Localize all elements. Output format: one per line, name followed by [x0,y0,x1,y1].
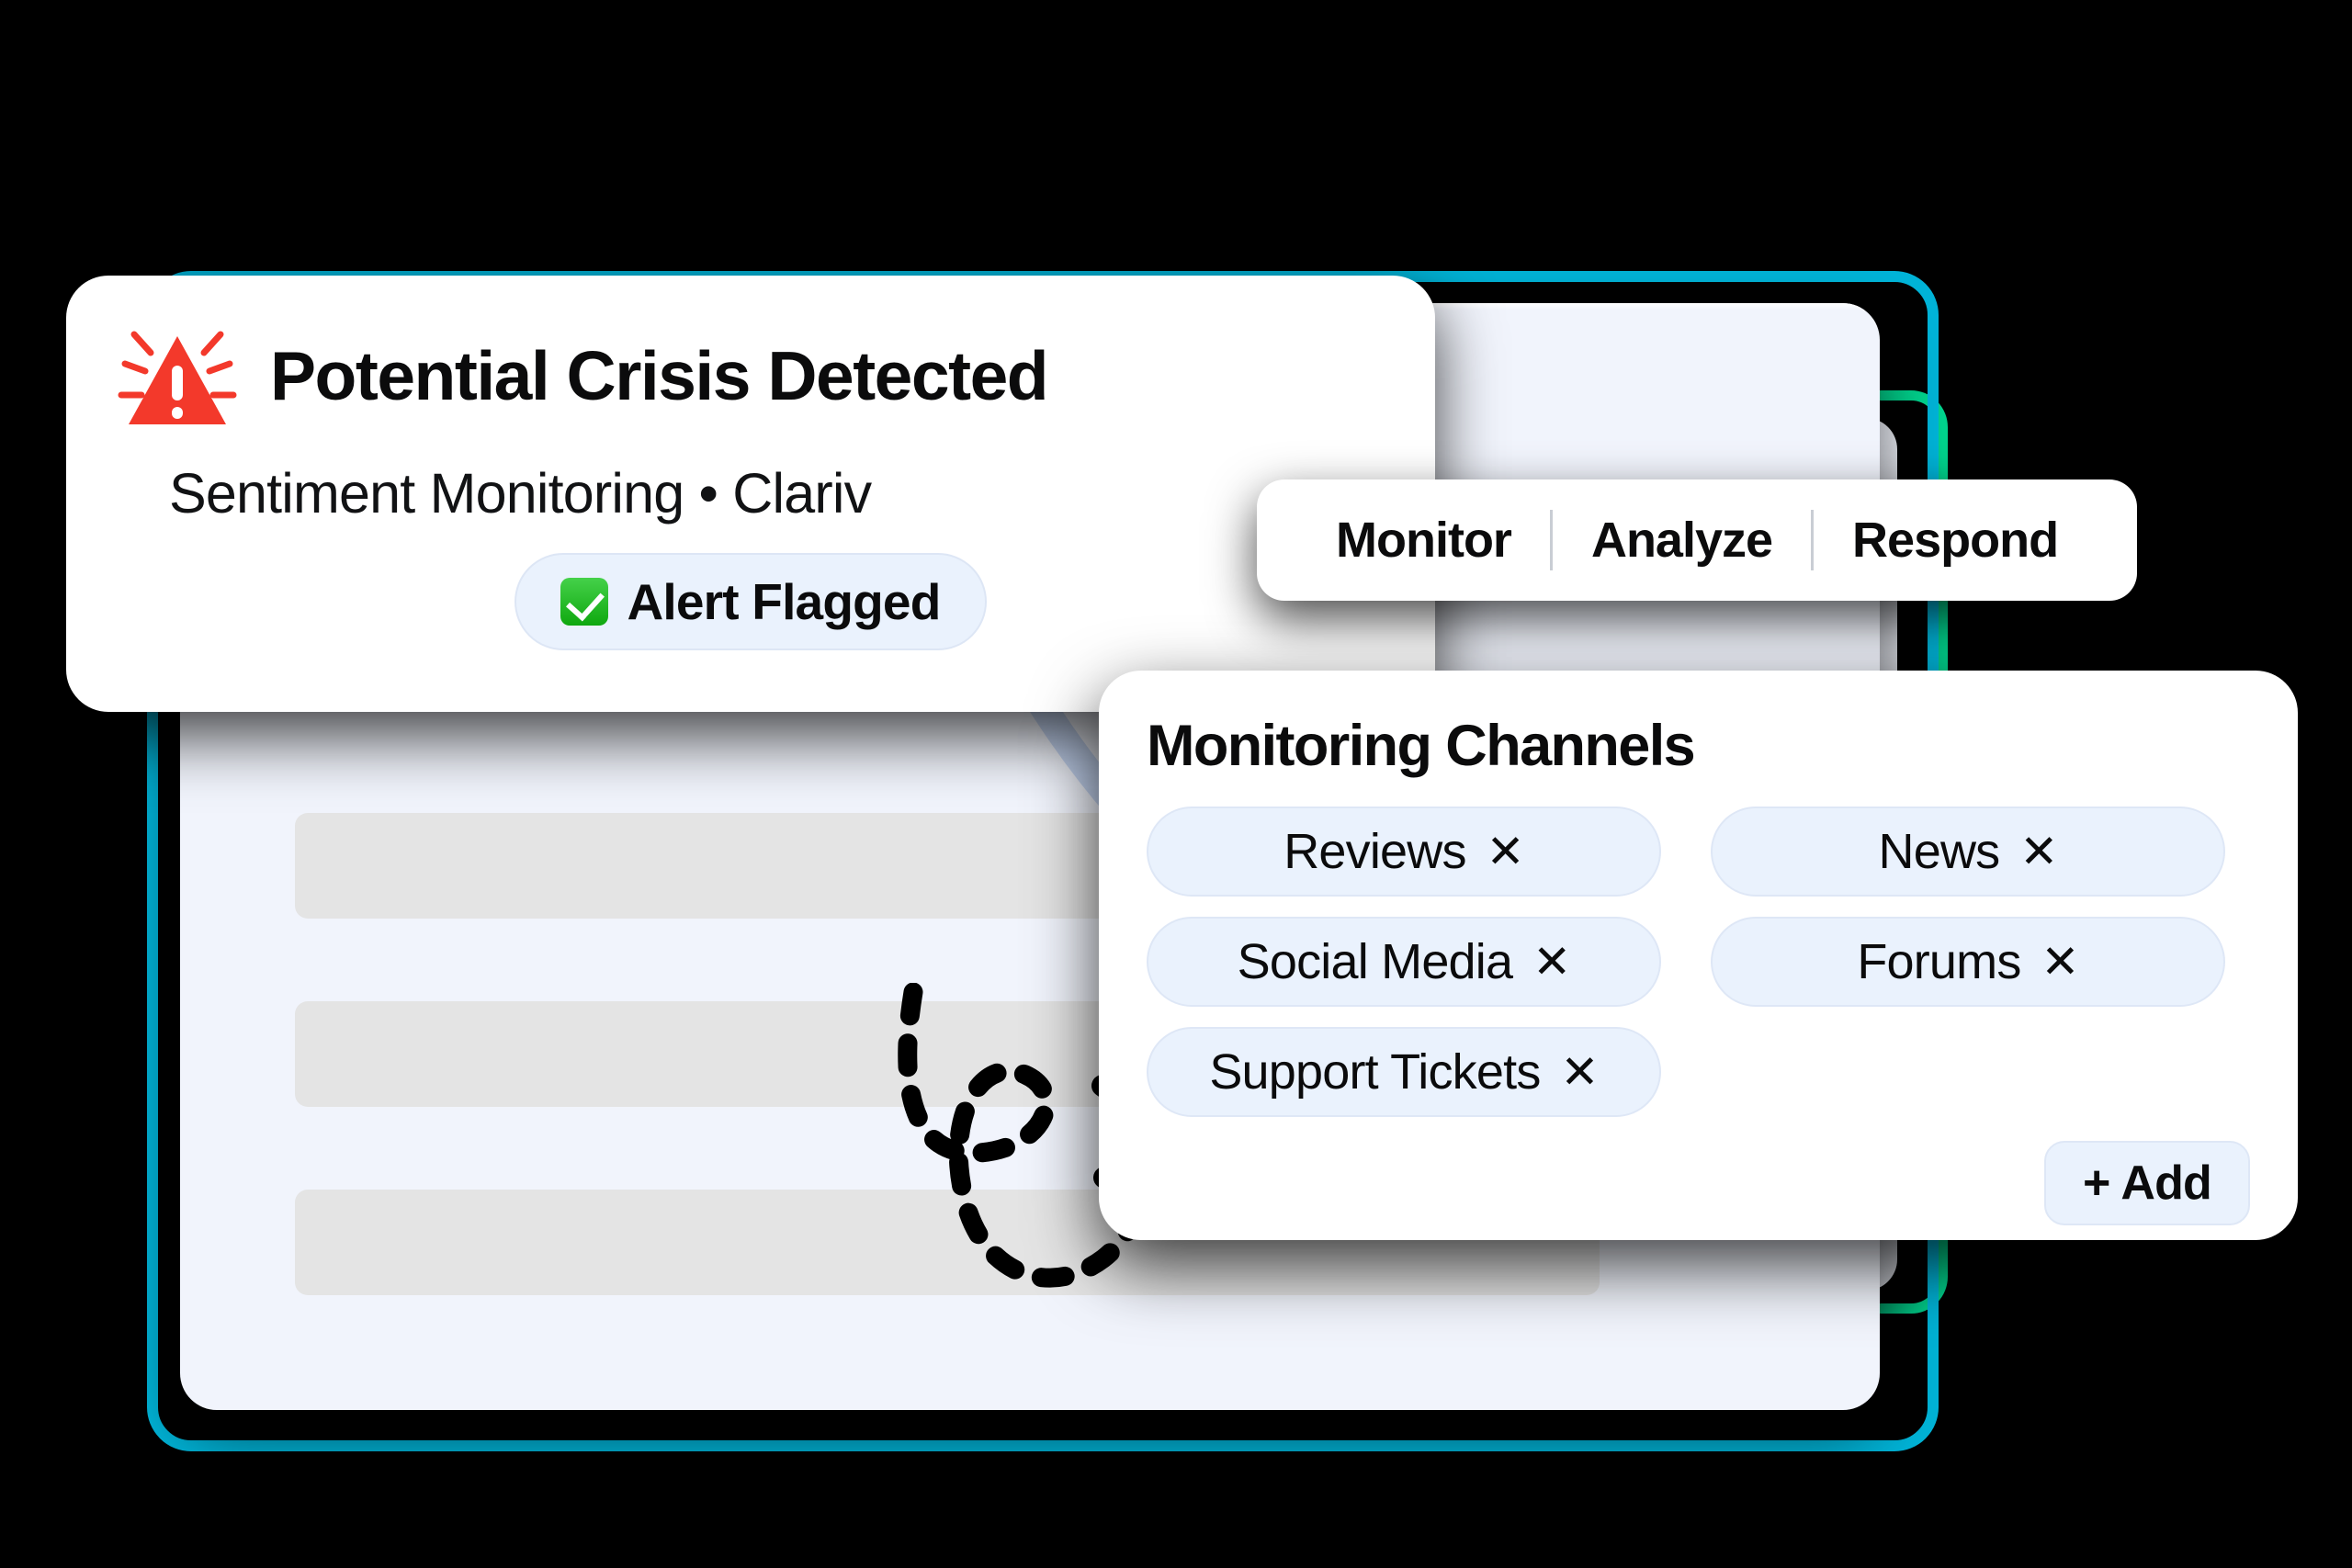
remove-icon[interactable]: ✕ [2041,936,2080,987]
rotating-light-icon [118,321,239,430]
crisis-alert-card: Potential Crisis Detected Sentiment Moni… [66,276,1435,712]
chip-label: Reviews [1283,824,1466,879]
remove-icon[interactable]: ✕ [1532,936,1571,987]
chip-label: Social Media [1237,934,1513,989]
remove-icon[interactable]: ✕ [2019,826,2058,877]
channel-chip-forums[interactable]: Forums ✕ [1711,917,2225,1007]
channel-chip-support-tickets[interactable]: Support Tickets ✕ [1147,1027,1661,1117]
status-badge-label: Alert Flagged [627,573,941,630]
tab-monitor[interactable]: Monitor [1336,513,1512,568]
mode-tabbar: Monitor Analyze Respond [1257,479,2138,601]
channel-chip-social-media[interactable]: Social Media ✕ [1147,917,1661,1007]
channel-chip-reviews[interactable]: Reviews ✕ [1147,807,1661,897]
chip-label: Forums [1857,934,2021,989]
status-badge[interactable]: Alert Flagged [514,553,987,650]
panel-title: Monitoring Channels [1147,714,1696,778]
add-channel-row: + Add [1147,1141,2250,1225]
monitoring-channels-panel: Monitoring Channels Reviews ✕ News ✕ Soc… [1099,671,2298,1240]
tab-divider [1549,510,1553,570]
alert-status-row: Alert Flagged [66,553,1435,650]
add-channel-button[interactable]: + Add [2044,1141,2250,1225]
alert-title: Potential Crisis Detected [270,337,1049,414]
chip-label: Support Tickets [1209,1044,1541,1100]
white-check-mark-icon [560,578,609,626]
tab-respond[interactable]: Respond [1852,513,2059,568]
tab-analyze[interactable]: Analyze [1590,513,1773,568]
tab-divider [1811,510,1815,570]
alert-header: Potential Crisis Detected [66,276,1435,430]
alert-subtitle: Sentiment Monitoring • Clariv [169,462,872,525]
chip-label: News [1878,824,2001,879]
remove-icon[interactable]: ✕ [1486,826,1525,877]
channel-chip-list: Reviews ✕ News ✕ Social Media ✕ Forums ✕… [1147,807,2250,1117]
remove-icon[interactable]: ✕ [1560,1046,1600,1098]
channel-chip-news[interactable]: News ✕ [1711,807,2225,897]
